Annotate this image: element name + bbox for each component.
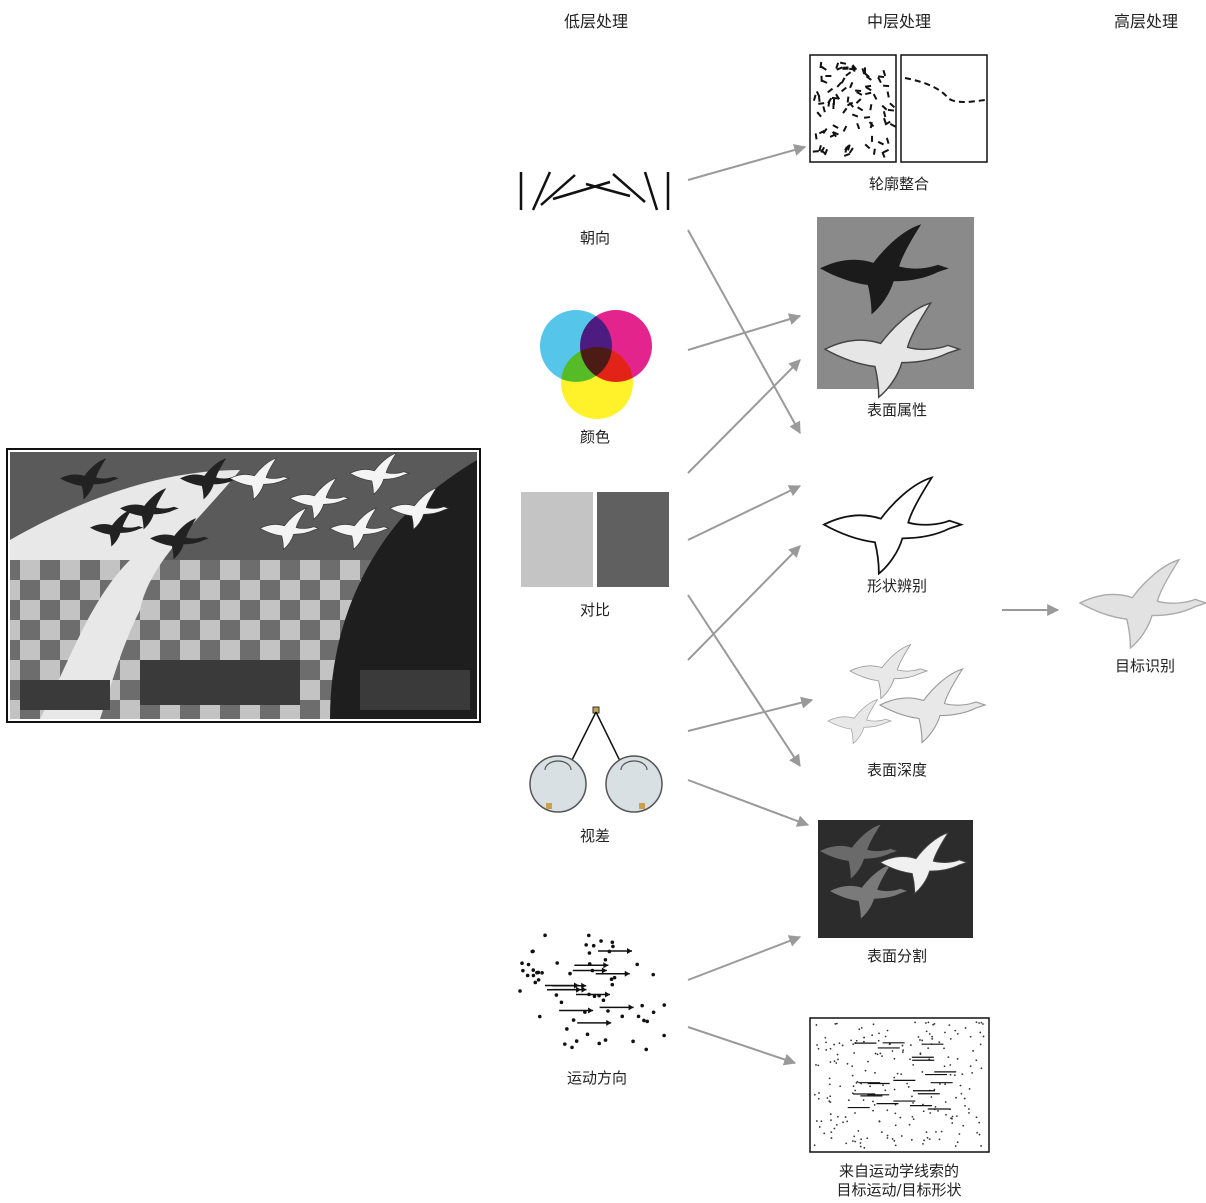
color-circles-icon [540,310,652,419]
shape-outline-bird [823,476,963,575]
label-object-recognition: 目标识别 [1114,657,1176,675]
surface-segmentation-image [818,820,973,938]
arrow-orientation-shape [687,229,801,435]
arrow-motion-shape [687,1026,797,1066]
label-surface-segmentation: 表面分割 [866,947,928,965]
header-high-level: 高层处理 [1113,12,1179,31]
label-motion-shape-line2: 目标运动/目标形状 [836,1181,962,1199]
disparity-eyes-icon [529,706,663,813]
label-color: 颜色 [579,428,611,446]
label-contrast: 对比 [579,601,611,619]
label-shape-discrimination: 形状辨别 [866,577,928,595]
surface-depth-birds [827,644,986,744]
label-disparity: 视差 [579,827,611,845]
arrow-disparity-segmentation [687,779,810,827]
label-surface-depth: 表面深度 [866,761,928,779]
contrast-swatches-icon [521,492,669,587]
object-recognition-bird [1079,559,1206,649]
arrow-contrast-depth [687,594,801,768]
arrows [687,144,1060,1066]
header-low-level: 低层处理 [563,12,629,31]
header-mid-level: 中层处理 [866,12,932,31]
label-contour-integration: 轮廓整合 [868,175,930,193]
arrow-motion-segmentation [687,935,802,981]
arrow-disparity-depth [687,696,814,732]
label-orientation: 朝向 [579,229,611,247]
surface-properties-image [817,217,974,398]
label-surface-properties: 表面属性 [866,401,928,419]
motion-field-icon [518,933,667,1052]
motion-shape-image [809,1017,990,1153]
arrow-disparity-shape [687,545,801,661]
arrow-contrast-shape [687,485,802,541]
label-motion-direction: 运动方向 [566,1069,628,1087]
arrow-contrast-surface [687,359,801,474]
arrow-color-surface [687,313,802,351]
label-motion-shape-line1: 来自运动学线索的 [838,1162,960,1180]
orientation-icon [519,171,670,211]
escher-painting [6,448,481,723]
arrow-orientation-contour [687,144,807,181]
contour-integration-image [809,54,988,163]
